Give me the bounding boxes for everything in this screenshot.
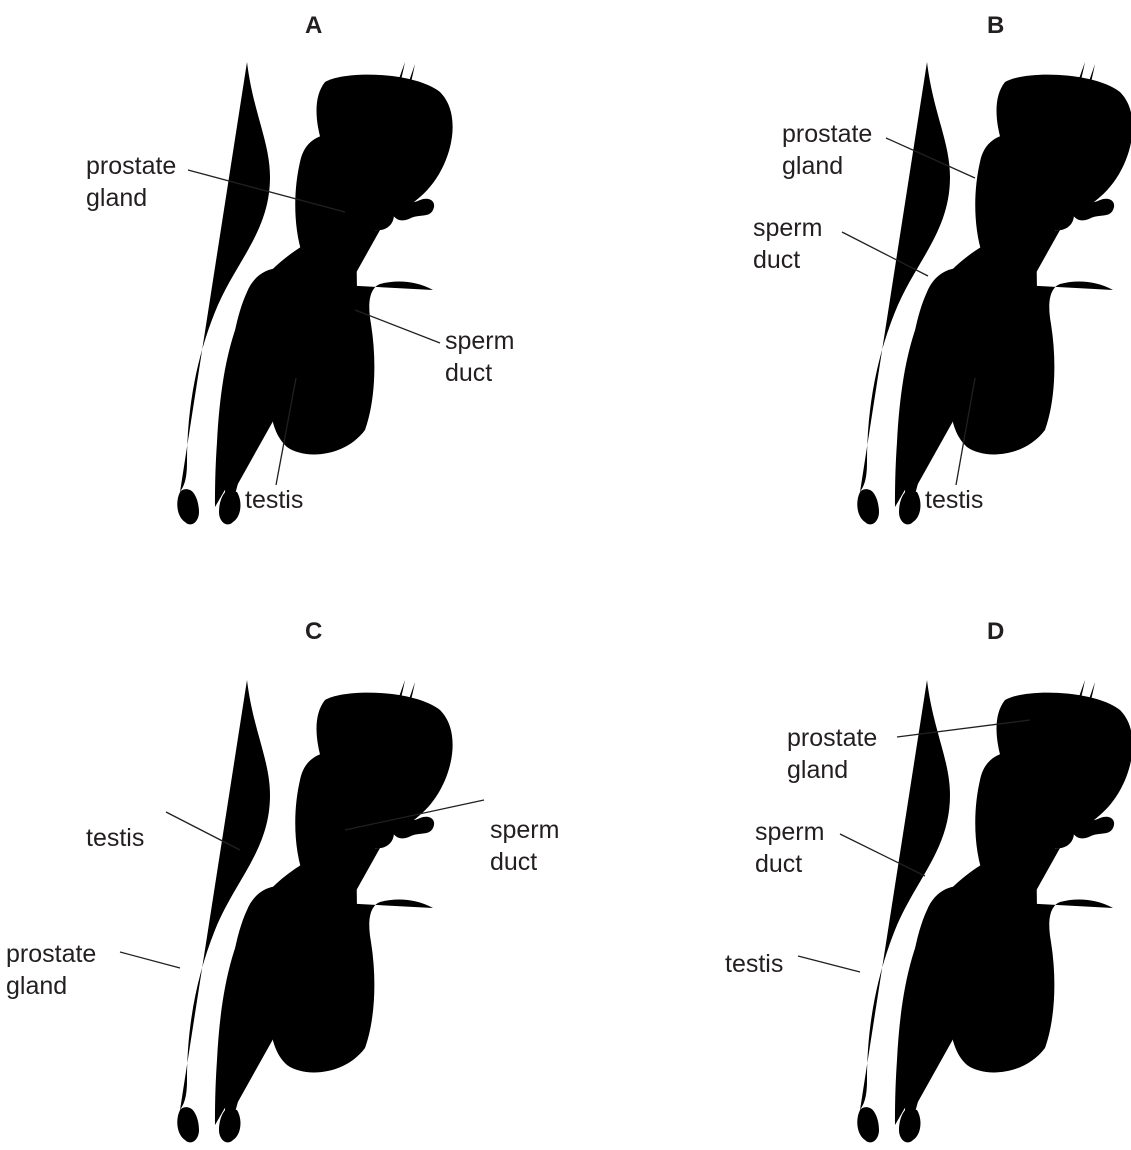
reproductive-system-drawing bbox=[855, 680, 1131, 1150]
panel-letter: D bbox=[987, 620, 1004, 644]
label-testis: testis bbox=[925, 484, 983, 516]
reproductive-system-drawing bbox=[175, 680, 475, 1150]
reproductive-system-drawing bbox=[175, 62, 475, 532]
panel-letter: C bbox=[305, 620, 322, 644]
label-testis: testis bbox=[725, 948, 783, 980]
reproductive-system-drawing bbox=[855, 62, 1131, 532]
panel-letter: A bbox=[305, 14, 322, 38]
label-testis: testis bbox=[245, 484, 303, 516]
panel-letter: B bbox=[987, 14, 1004, 38]
label-testis: testis bbox=[86, 822, 144, 854]
